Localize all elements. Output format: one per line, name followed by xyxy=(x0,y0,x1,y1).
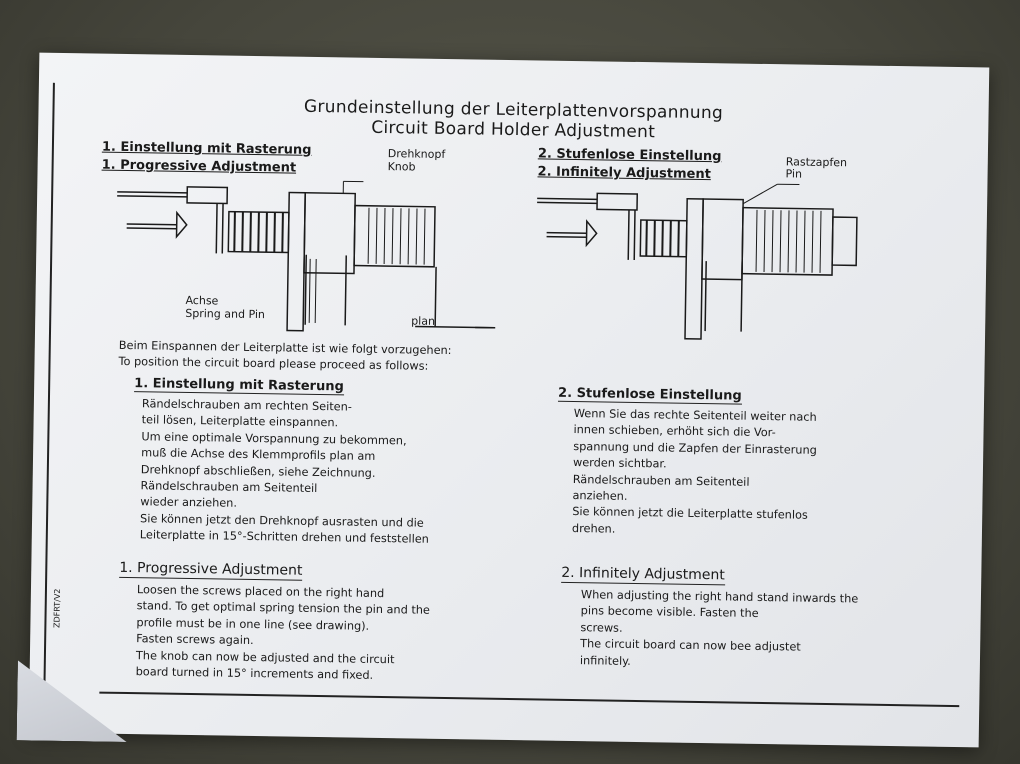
knob-label-german: Drehknopf xyxy=(387,147,446,161)
side-document-code: ZDFRT/V2 xyxy=(52,588,62,628)
section1-german-line: Leiterplatte in 15°-Schritten drehen und… xyxy=(139,528,429,547)
left-diagram-heading-german: 1. Einstellung mit Rasterung xyxy=(101,139,312,158)
section2-german-heading: 2. Stufenlose Einstellung xyxy=(557,385,742,405)
right-diagram-heading-german: 2. Stufenlose Einstellung xyxy=(537,146,722,165)
section2-english-heading: 2. Infinitely Adjustment xyxy=(561,564,725,586)
curled-corner xyxy=(17,660,128,742)
intro-text: Beim Einspannen der Leiterplatte ist wie… xyxy=(118,338,451,376)
instruction-sheet: Grundeinstellung der Leiterplattenvorspa… xyxy=(29,52,990,748)
section2-english-line: infinitely. xyxy=(579,653,631,668)
section1-english-text: Loosen the screws placed on the right ha… xyxy=(136,582,431,685)
axis-label-english: Spring and Pin xyxy=(185,306,266,322)
section2-german-text: Wenn Sie das rechte Seitenteil weiter na… xyxy=(572,406,818,541)
pin-label-english: Pin xyxy=(785,167,803,181)
progressive-adjustment-drawing xyxy=(117,180,496,332)
axis-label-german: Achse xyxy=(185,293,219,308)
infinitely-adjustment-drawing xyxy=(537,183,858,340)
section1-german-heading: 1. Einstellung mit Rasterung xyxy=(134,376,344,396)
knob-label-english: Knob xyxy=(387,160,416,174)
section1-english-heading: 1. Progressive Adjustment xyxy=(119,559,303,581)
section1-german-text: Rändelschrauben am rechten Seiten- teil … xyxy=(140,396,431,548)
bottom-rule xyxy=(99,691,960,707)
plan-label: plan xyxy=(411,314,436,328)
section2-english-text: When adjusting the right hand stand inwa… xyxy=(580,587,859,673)
